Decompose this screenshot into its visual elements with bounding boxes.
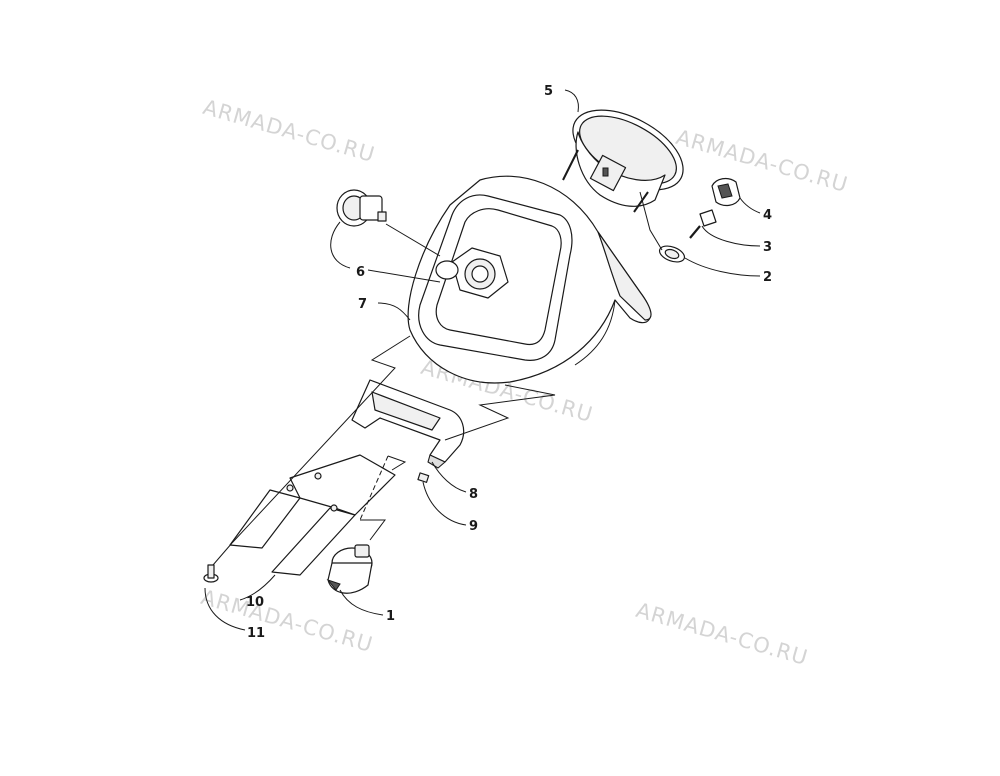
callout-8: 8 — [469, 487, 478, 502]
callout-6: 6 — [356, 265, 365, 280]
callout-7: 7 — [358, 297, 367, 312]
clip — [417, 472, 430, 483]
callout-5: 5 — [544, 84, 553, 99]
callout-labels: 5 4 3 2 6 7 8 9 1 10 11 — [246, 84, 772, 641]
callout-10: 10 — [246, 595, 264, 610]
callout-11: 11 — [247, 626, 265, 641]
mounting-bracket — [229, 454, 396, 576]
ignition-switch — [326, 544, 373, 594]
gauge-assembly — [562, 109, 684, 213]
ignition-parts — [658, 177, 741, 263]
callout-4: 4 — [763, 208, 772, 223]
dash-pod-housing — [407, 175, 652, 384]
push-rivet — [203, 564, 219, 583]
callout-3: 3 — [763, 240, 772, 255]
power-socket — [336, 189, 441, 257]
leader-lines — [204, 89, 761, 631]
callout-1: 1 — [386, 609, 395, 624]
callout-9: 9 — [469, 519, 478, 534]
lower-trim-tray — [351, 379, 465, 469]
callout-2: 2 — [763, 270, 772, 285]
